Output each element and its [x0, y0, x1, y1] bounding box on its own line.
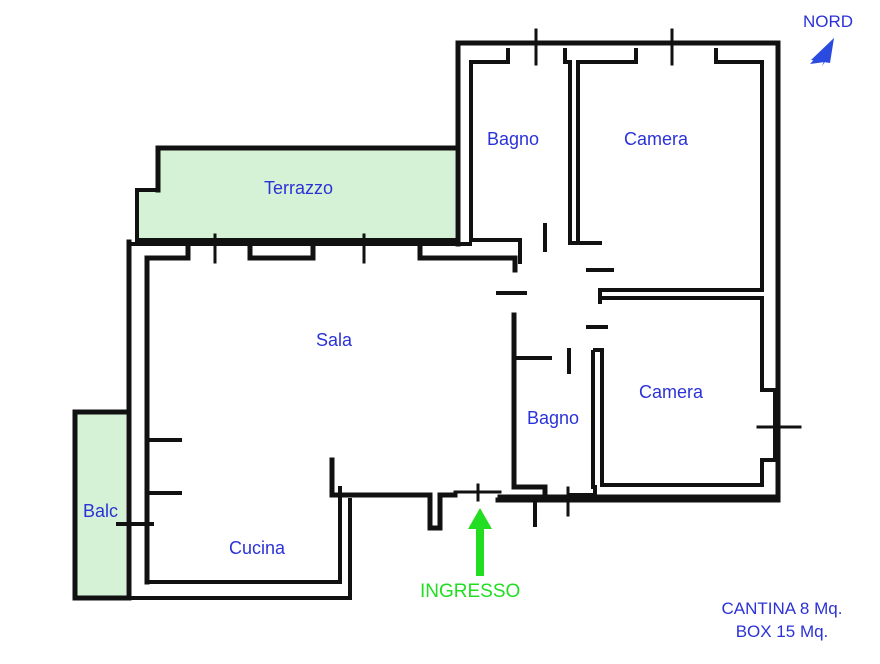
room-label-cucina: Cucina — [229, 538, 286, 558]
balcony-area — [76, 412, 126, 598]
room-label-bagno-2: Bagno — [527, 408, 580, 428]
terrace-area — [138, 150, 455, 240]
entrance-label: INGRESSO — [420, 581, 521, 602]
cellar-note: CANTINA 8 Mq. — [721, 599, 843, 618]
extras-note: CANTINA 8 Mq. BOX 15 Mq. — [692, 597, 872, 643]
room-label-bagno-1: Bagno — [487, 129, 540, 149]
room-label-terrazzo: Terrazzo — [264, 178, 334, 198]
room-label-sala: Sala — [316, 330, 353, 350]
room-label-camera-2: Camera — [639, 382, 704, 402]
room-label-camera-1: Camera — [624, 129, 689, 149]
arrow-up-icon — [468, 508, 492, 576]
garage-note: BOX 15 Mq. — [735, 622, 829, 641]
room-label-balcone: Balc — [83, 501, 119, 521]
north-label: NORD — [803, 12, 854, 31]
